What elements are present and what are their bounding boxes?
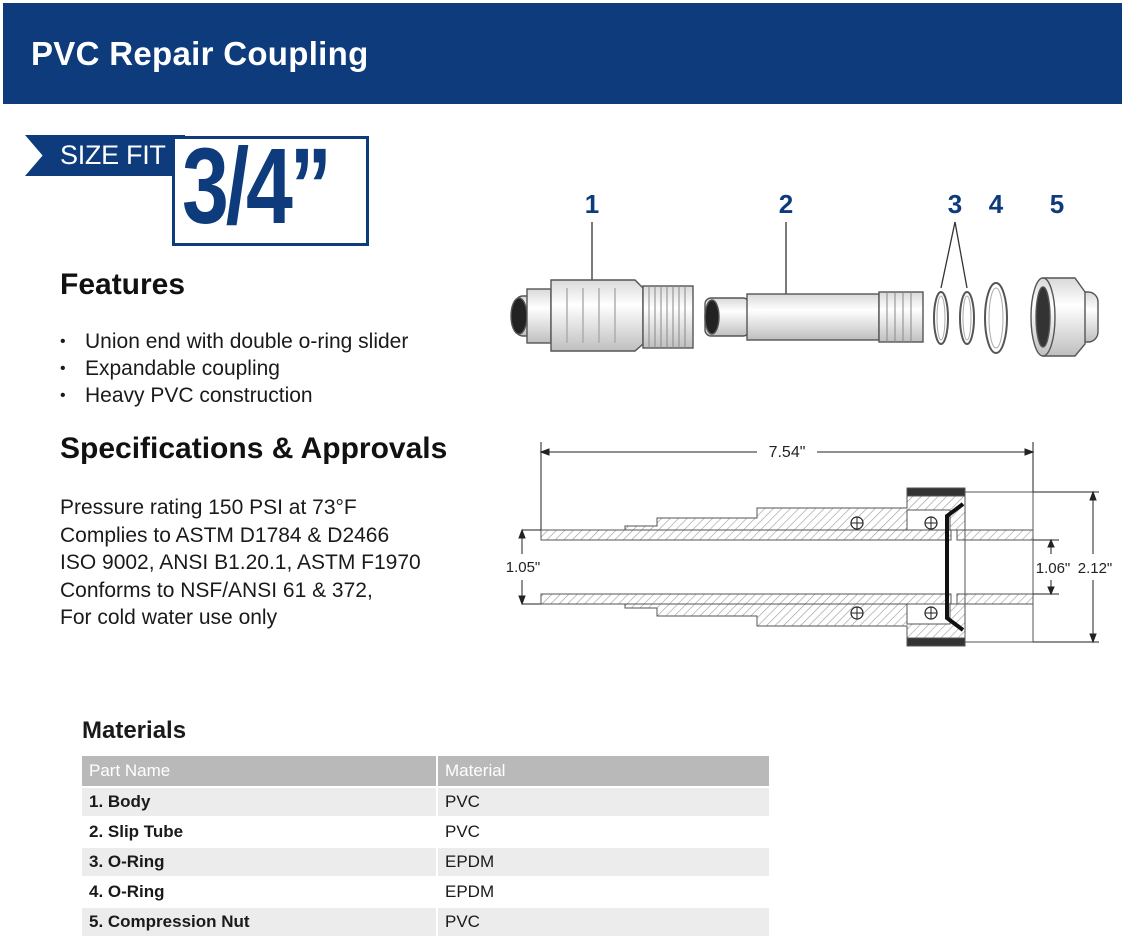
material-cell: EPDM <box>436 878 769 906</box>
part-name-cell: 1. Body <box>82 788 436 816</box>
callout-4: 4 <box>989 189 1004 219</box>
column-header-material: Material <box>436 756 769 786</box>
left-od-dimension <box>518 528 541 606</box>
right-id-label: 1.06" <box>1036 560 1071 577</box>
nut-od-label: 2.12" <box>1078 560 1113 577</box>
part-1-body <box>510 279 694 352</box>
specs-text: Pressure rating 150 PSI at 73°F Complies… <box>60 494 421 632</box>
table-row: 1. Body PVC <box>82 788 769 816</box>
material-cell: PVC <box>436 818 769 846</box>
table-header-row: Part Name Material <box>82 756 769 786</box>
size-ribbon <box>25 135 185 176</box>
size-label: SIZE FIT <box>60 140 166 170</box>
feature-item: Heavy PVC construction <box>58 382 408 409</box>
features-list: Union end with double o-ring slider Expa… <box>58 328 408 409</box>
page-title: PVC Repair Coupling <box>31 35 369 72</box>
exploded-view-diagram: 1 2 3 4 5 <box>510 189 1099 357</box>
feature-item: Union end with double o-ring slider <box>58 328 408 355</box>
table-row: 4. O-Ring EPDM <box>82 878 769 906</box>
left-od-label: 1.05" <box>506 559 541 576</box>
length-label: 7.54" <box>769 444 806 461</box>
material-cell: EPDM <box>436 848 769 876</box>
spec-line: Pressure rating 150 PSI at 73°F <box>60 496 357 519</box>
spec-line: Conforms to NSF/ANSI 61 & 372, <box>60 578 373 602</box>
column-header-part: Part Name <box>82 756 436 786</box>
callout-2: 2 <box>779 189 793 219</box>
materials-table: Part Name Material 1. Body PVC 2. Slip T… <box>82 754 769 938</box>
callout-leaders <box>591 221 968 298</box>
material-cell: PVC <box>436 908 769 936</box>
specs-title: Specifications & Approvals <box>60 432 448 465</box>
feature-item: Expandable coupling <box>58 355 408 382</box>
spec-line: ISO 9002, ANSI B1.20.1, ASTM F1970 <box>60 551 421 574</box>
materials-title: Materials <box>82 717 187 744</box>
features-title: Features <box>60 268 186 301</box>
page-header: PVC Repair Coupling <box>3 3 1122 104</box>
callout-3: 3 <box>948 189 962 219</box>
section-body <box>540 487 1034 647</box>
part-3-o-rings <box>933 291 975 345</box>
part-name-cell: 2. Slip Tube <box>82 818 436 846</box>
table-row: 5. Compression Nut PVC <box>82 908 769 936</box>
size-box <box>172 136 369 246</box>
right-id-dimension <box>1033 538 1059 596</box>
table-row: 3. O-Ring EPDM <box>82 848 769 876</box>
spec-line: Complies to ASTM D1784 & D2466 <box>60 523 390 547</box>
callout-5: 5 <box>1050 189 1064 219</box>
part-4-o-ring <box>984 282 1008 354</box>
table-row: 2. Slip Tube PVC <box>82 818 769 846</box>
part-name-cell: 3. O-Ring <box>82 848 436 876</box>
spec-line: For cold water use only <box>60 606 278 629</box>
part-5-compression-nut <box>1030 277 1099 357</box>
part-2-slip-tube <box>704 291 924 343</box>
size-value: 3/4” <box>182 125 332 246</box>
material-cell: PVC <box>436 788 769 816</box>
part-name-cell: 5. Compression Nut <box>82 908 436 936</box>
callout-1: 1 <box>585 189 599 219</box>
cross-section-diagram: 7.54" <box>506 442 1113 647</box>
part-name-cell: 4. O-Ring <box>82 878 436 906</box>
nut-od-dimension <box>1033 490 1099 644</box>
